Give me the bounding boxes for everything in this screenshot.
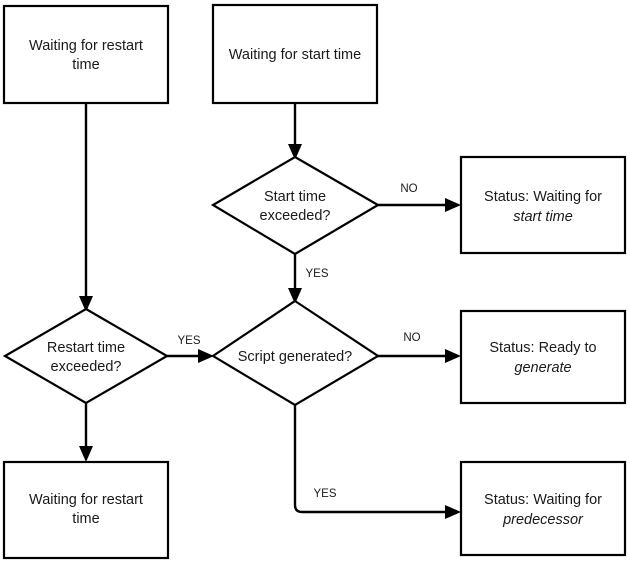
status-value: Waiting for	[533, 189, 602, 205]
edge-label-script-yes: YES	[313, 488, 336, 500]
arrowhead	[288, 144, 302, 160]
edge-script-no	[378, 349, 461, 363]
node-waiting-start[interactable]: Waiting for start time	[211, 3, 379, 105]
node-status-waiting-start-line2: start time	[513, 209, 573, 225]
edge-starttime-no	[378, 198, 461, 212]
edge-restart-down	[79, 403, 93, 462]
arrowhead	[79, 446, 93, 462]
status-value: Waiting for	[533, 492, 602, 508]
node-waiting-restart-top-line2: time	[72, 57, 99, 73]
node-waiting-restart-bottom[interactable]: Waiting for restart time	[2, 460, 170, 560]
node-start-time-exceeded[interactable]: Start time exceeded?	[210, 155, 381, 256]
node-start-time-exceeded-line2: exceeded?	[260, 208, 331, 224]
node-restart-time-exceeded-line2: exceeded?	[51, 359, 122, 375]
arrowhead	[79, 296, 93, 312]
status-prefix: Status:	[489, 340, 538, 356]
edge-label-starttime-yes: YES	[305, 268, 328, 280]
node-restart-time-exceeded-line1: Restart time	[47, 340, 125, 356]
edge-restartbox-to-restartdiamond	[79, 103, 93, 312]
node-status-waiting-start-line1: Status: Waiting for	[484, 189, 602, 205]
edge-label-script-no: NO	[403, 332, 420, 344]
node-status-waiting-predecessor-line1: Status: Waiting for	[484, 492, 602, 508]
edge-start-to-starttime	[288, 103, 302, 160]
arrowhead	[445, 349, 461, 363]
edge-starttime-yes	[288, 254, 302, 304]
status-value: Ready to	[539, 340, 597, 356]
node-status-ready-generate-line1: Status: Ready to	[489, 340, 596, 356]
node-script-generated-label: Script generated?	[238, 349, 352, 365]
node-status-ready-generate-line2: generate	[514, 360, 571, 376]
node-waiting-start-label: Waiting for start time	[229, 47, 361, 63]
arrowhead	[445, 198, 461, 212]
edge-script-yes	[293, 405, 461, 519]
node-restart-time-exceeded[interactable]: Restart time exceeded?	[2, 307, 170, 405]
node-waiting-restart-top-line1: Waiting for restart	[29, 38, 143, 54]
arrowhead	[198, 349, 214, 363]
status-prefix: Status:	[484, 189, 533, 205]
node-start-time-exceeded-line1: Start time	[264, 189, 326, 205]
edge-label-restart-yes: YES	[177, 335, 200, 347]
node-script-generated[interactable]: Script generated?	[210, 299, 381, 407]
node-status-waiting-predecessor[interactable]: Status: Waiting for predecessor	[459, 460, 627, 557]
edge-restart-yes-to-script	[167, 349, 214, 363]
edge-label-starttime-no: NO	[400, 183, 417, 195]
node-waiting-restart-bottom-line2: time	[72, 511, 99, 527]
node-waiting-restart-bottom-line1: Waiting for restart	[29, 492, 143, 508]
arrowhead	[445, 505, 461, 519]
status-prefix: Status:	[484, 492, 533, 508]
node-status-ready-generate[interactable]: Status: Ready to generate	[459, 309, 627, 405]
arrowhead	[288, 288, 302, 304]
node-status-waiting-predecessor-line2: predecessor	[502, 512, 584, 528]
node-waiting-restart-top[interactable]: Waiting for restart time	[2, 4, 170, 105]
node-status-waiting-start[interactable]: Status: Waiting for start time	[459, 155, 627, 255]
